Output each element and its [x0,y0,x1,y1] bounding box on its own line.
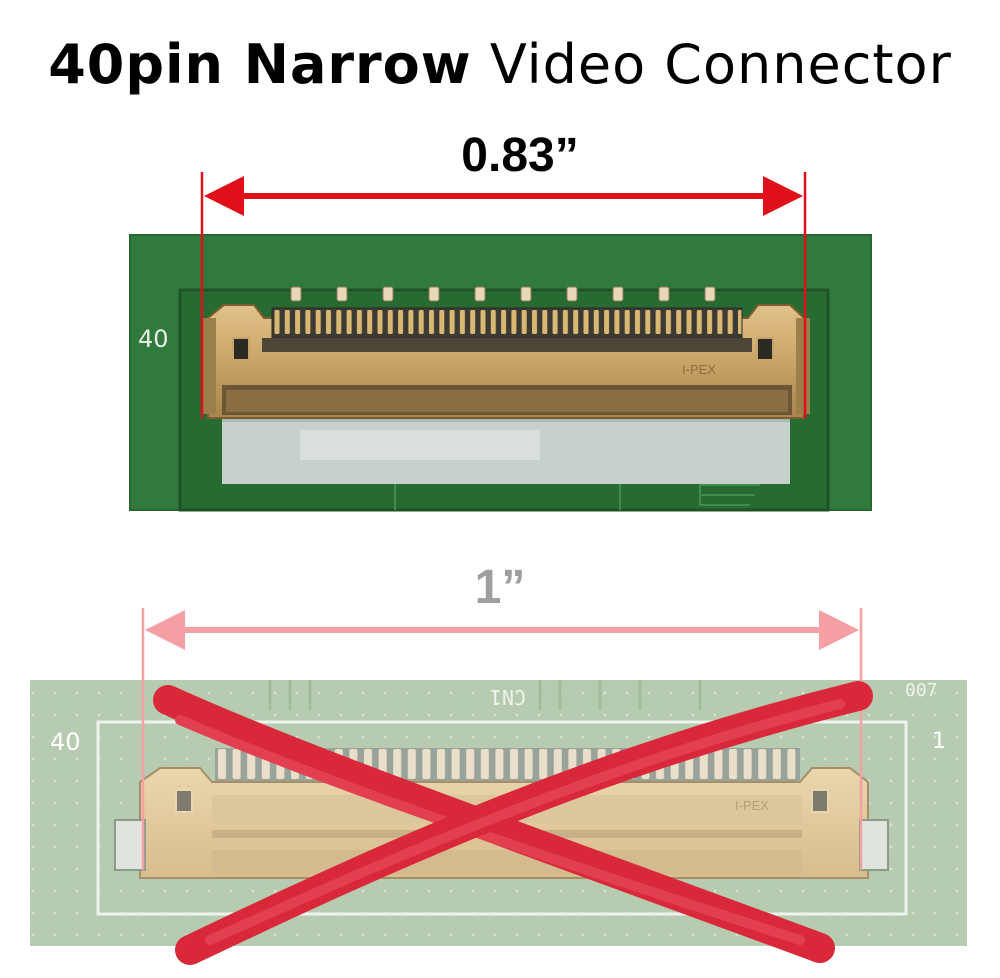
bottom-brand-mark: I-PEX [735,798,769,813]
top-connector-pins [271,307,743,339]
top-brand-mark: I-PEX [682,362,716,377]
title-regular: Video Connector [489,33,952,96]
top-solder-pads [290,286,716,302]
top-pin-label: 40 [138,325,169,353]
top-width-label: 0.83” [461,129,579,182]
bottom-double-arrow-icon [141,608,863,870]
bottom-width-label: 1” [474,561,526,614]
bottom-corner-mark: 007 [905,680,938,701]
page-title: 40pin Narrow Video Connector [0,30,1000,100]
title-bold: 40pin Narrow [48,33,472,96]
bottom-board-mark: CN1 [490,685,526,709]
bottom-pin-label-left: 40 [50,728,81,756]
x-cross-icon [153,681,873,965]
bottom-pin-label-right: 1 [932,729,946,754]
top-connector-photo: I-PEX 40 [129,234,872,512]
top-double-arrow-icon [200,172,807,418]
